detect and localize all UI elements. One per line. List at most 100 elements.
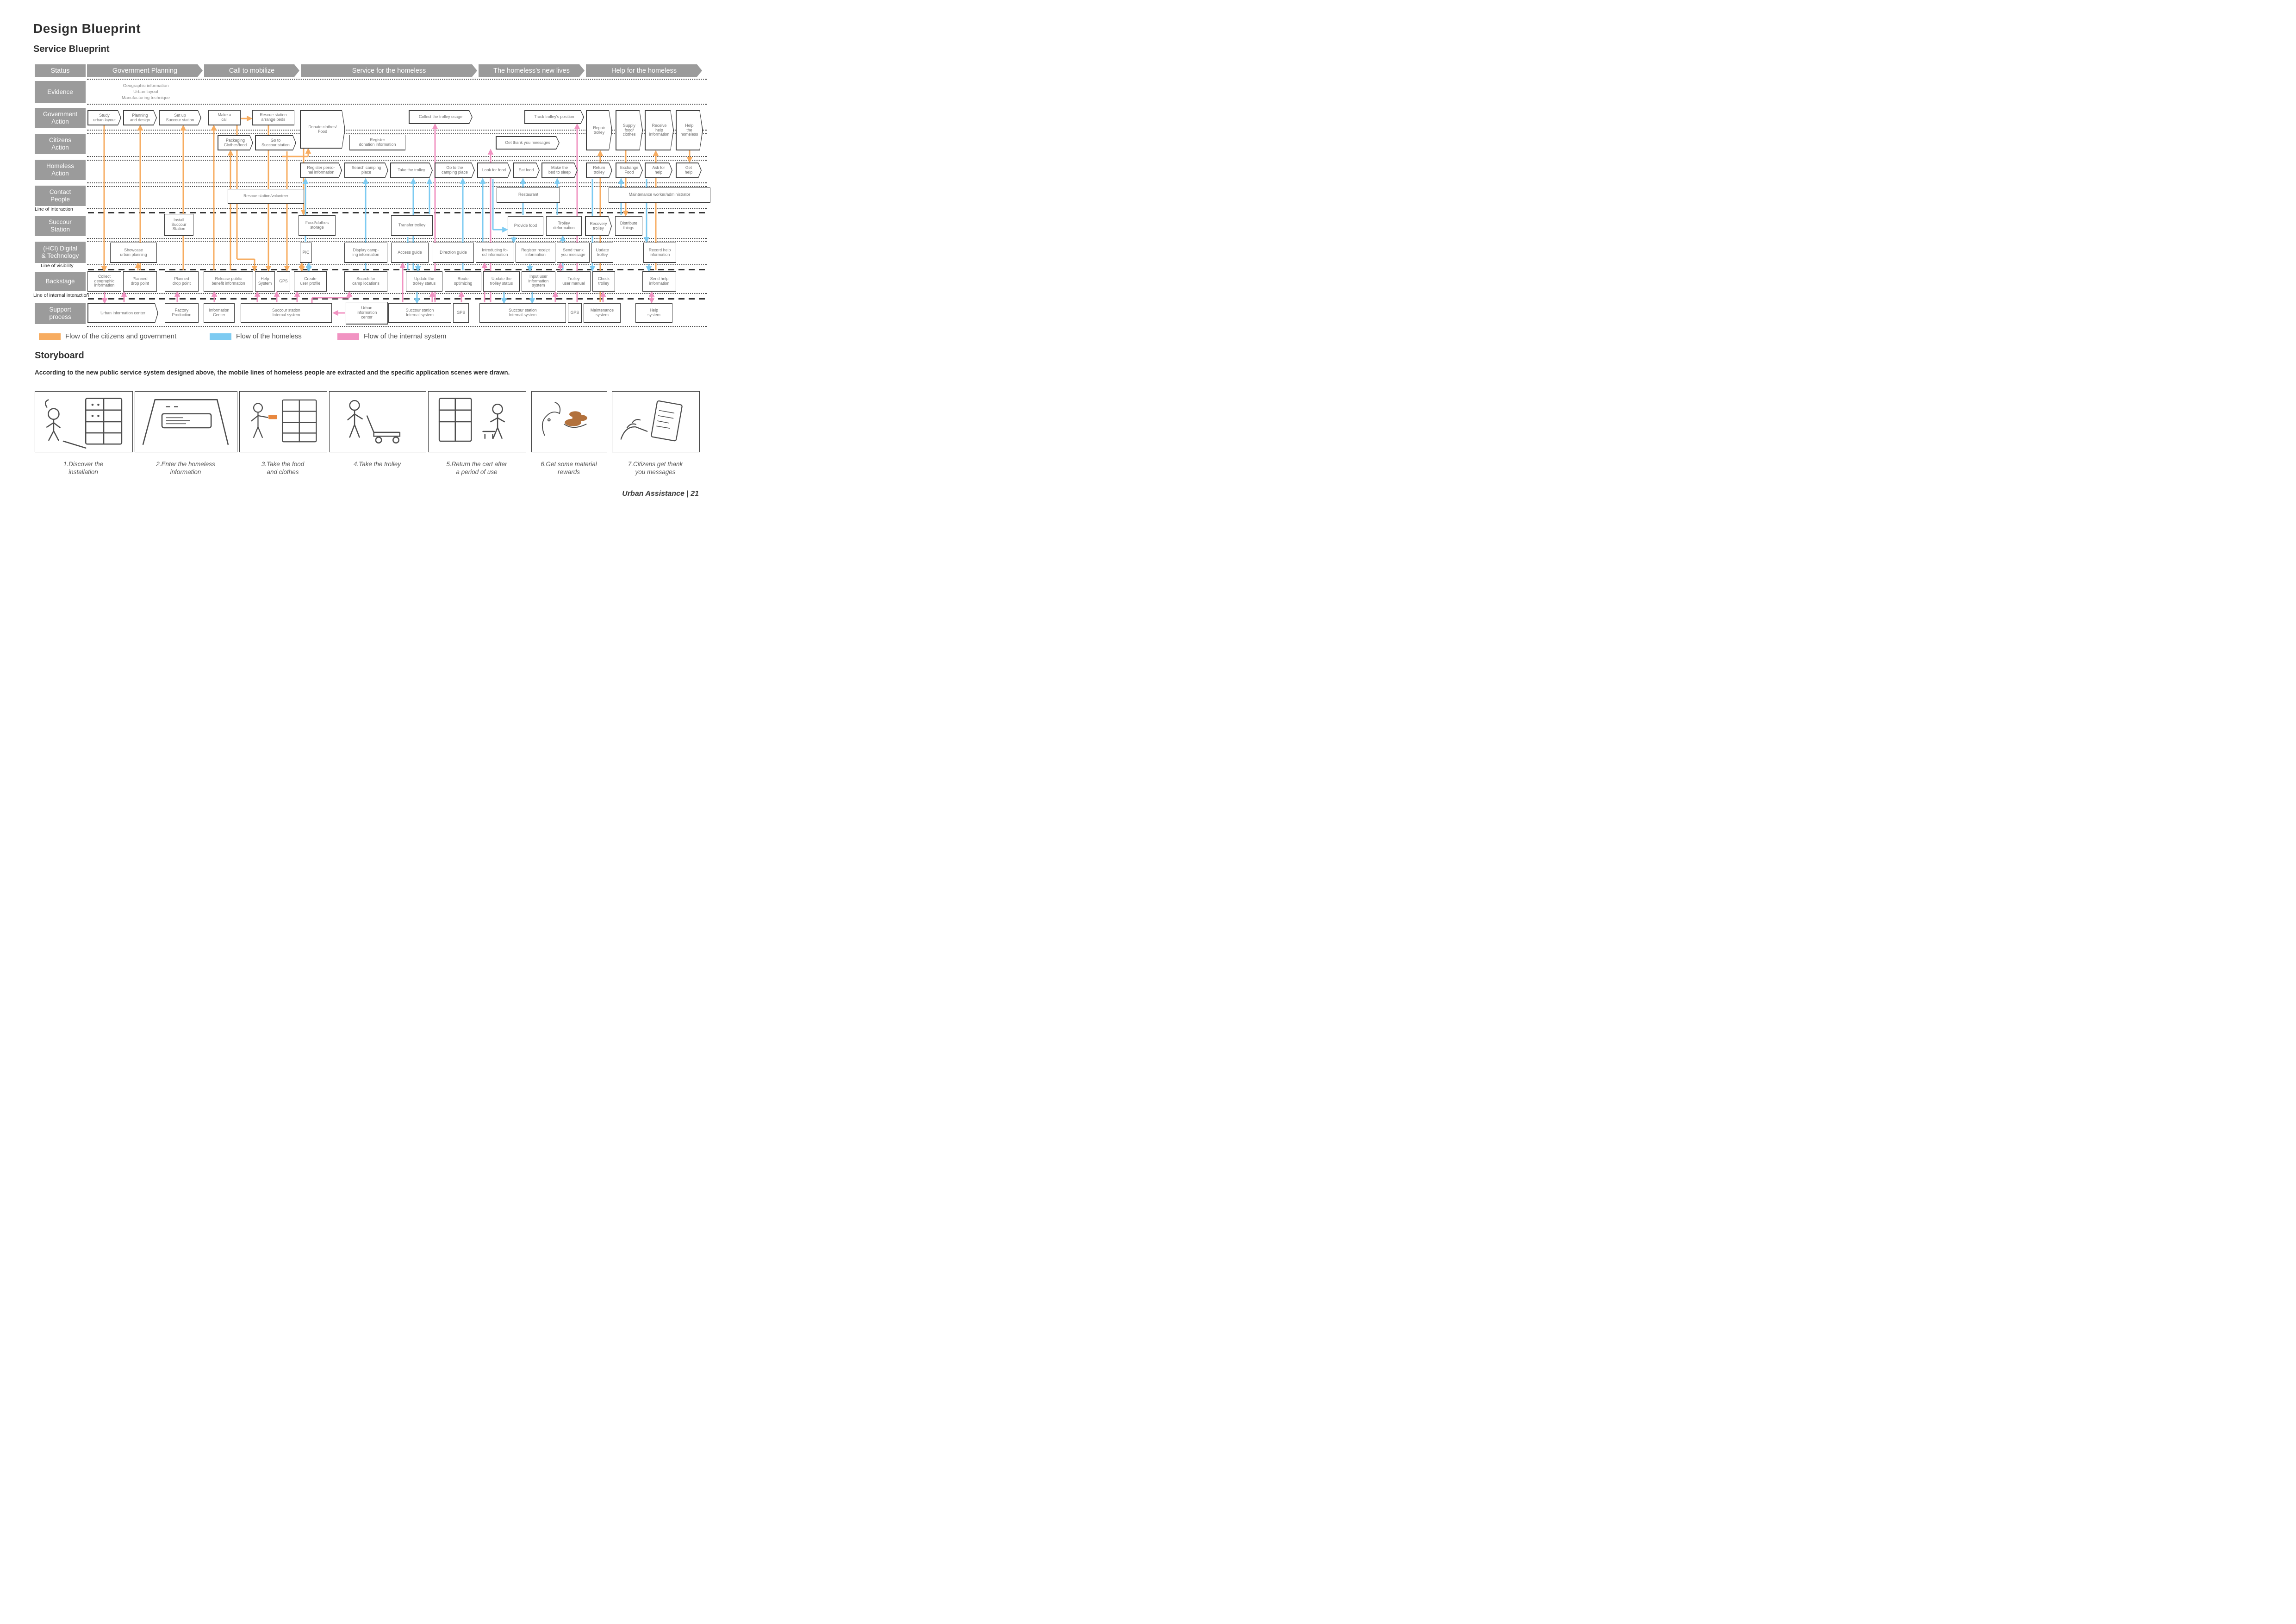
node-gps: GPS bbox=[453, 303, 469, 323]
node-label: Help the homeless bbox=[677, 111, 703, 150]
node-send-help-information: Send help information bbox=[642, 271, 676, 292]
row-label-contact-people: Contact People bbox=[35, 186, 86, 206]
node-label: Return trolley bbox=[587, 163, 612, 178]
node-repair-trolley: Repair trolley bbox=[586, 110, 612, 150]
storyboard-description: According to the new public service syst… bbox=[35, 369, 510, 376]
node-track-trolley-s-position: Track trolley's position bbox=[524, 110, 584, 124]
node-direction-guide: Direction guide bbox=[433, 243, 474, 263]
node-urban-information-center: Urban information center bbox=[87, 303, 158, 323]
row-label-backstage: Backstage bbox=[35, 272, 86, 291]
legend-label: Flow of the internal system bbox=[364, 332, 447, 340]
node-label: Set up Succour station bbox=[160, 111, 201, 125]
node-introducing-fo-od-information: Introducing fo- od information bbox=[476, 243, 514, 263]
node-send-thank-you-message: Send thank you message bbox=[557, 243, 590, 263]
node-rescue-station-arrange-beds: Rescue station arrange beds bbox=[252, 110, 294, 125]
storyboard-caption-6: 6.Get some material rewards bbox=[541, 461, 597, 475]
node-register-receipt-information: Register receipt information bbox=[516, 243, 555, 263]
node-information-center: Information Center bbox=[204, 303, 235, 323]
node-get-thank-you-messages: Get thank you messages bbox=[496, 136, 560, 150]
row-label-succour-station: Succour Station bbox=[35, 216, 86, 236]
storyboard-sketch-thanks bbox=[620, 400, 683, 442]
node-create-user-profile: Create user profile bbox=[294, 271, 327, 292]
node-label: Transfer trolley bbox=[391, 215, 433, 236]
orange-flow-swatch bbox=[39, 333, 61, 340]
node-label: Succour station Internal system bbox=[388, 303, 451, 323]
node-help-system: Help system bbox=[635, 303, 672, 323]
legend-label: Flow of the homeless bbox=[236, 332, 302, 340]
node-eat-food: Eat food bbox=[513, 162, 540, 178]
node-label: Send help information bbox=[642, 271, 676, 292]
node-label: Access guide bbox=[391, 243, 429, 263]
node-label: Route optimizing bbox=[445, 271, 481, 292]
node-label: Help system bbox=[635, 303, 672, 323]
node-packaging-clothes-food: Packaging Clothes/food bbox=[218, 135, 253, 150]
node-label: Get help bbox=[677, 163, 701, 178]
node-factory-production: Factory Production bbox=[165, 303, 199, 323]
row-divider-dotted-line bbox=[87, 264, 707, 265]
node-label: Maintenance system bbox=[584, 303, 621, 323]
node-label: Eat food bbox=[514, 163, 539, 178]
node-register-donation-information: Register donation information bbox=[349, 135, 405, 150]
node-label: Create user profile bbox=[294, 271, 327, 292]
row-divider-dotted-line bbox=[87, 182, 707, 183]
storyboard-panel-2 bbox=[135, 391, 237, 452]
row-divider-dotted-line bbox=[87, 326, 707, 327]
row-divider-dotted-line bbox=[87, 238, 707, 239]
row-label-government-action: Government Action bbox=[35, 108, 86, 128]
node-record-help-information: Record help information bbox=[643, 243, 676, 263]
row-divider-dotted-line bbox=[87, 160, 707, 161]
node-succour-station-internal-system: Succour station Internal system bbox=[388, 303, 451, 323]
node-label: Record help information bbox=[643, 243, 676, 263]
node-label: Planned drop point bbox=[165, 271, 199, 292]
node-label: Information Center bbox=[204, 303, 235, 323]
node-label: Ask for help bbox=[646, 163, 672, 178]
node-label: Make a call bbox=[208, 110, 241, 125]
node-succour-station-internal-system: Succour station Internal system bbox=[241, 303, 332, 323]
node-donate-clothes-food: Donate clothes/ Food bbox=[300, 110, 345, 149]
node-update-the-trolley-status: Update the trolley status bbox=[406, 271, 442, 292]
node-label: Distribute things bbox=[615, 216, 642, 236]
phase-header-the-homeless-s-new-lives: The homeless's new lives bbox=[479, 64, 585, 77]
node-planned-drop-point: Planned drop point bbox=[123, 271, 157, 292]
node-label: Install Succour Station bbox=[164, 214, 193, 236]
node-release-public-benefit-information: Release public benefit information bbox=[204, 271, 253, 292]
storyboard-panel-3 bbox=[239, 391, 327, 452]
legend-item-pink: Flow of the internal system bbox=[337, 332, 446, 340]
row-divider-dotted-line bbox=[87, 241, 707, 242]
node-maintenance-worker-administrator: Maintenance worker/administrator bbox=[609, 187, 710, 203]
node-showcase-urban-planning: Showcase urban planning bbox=[110, 243, 157, 263]
row-divider-dotted-line bbox=[87, 186, 707, 187]
node-label: Register donation information bbox=[349, 135, 405, 150]
node-go-to-the-camping-place: Go to the camping place bbox=[435, 162, 475, 178]
row-divider-dotted-line bbox=[87, 133, 707, 134]
storyboard-caption-3: 3.Take the food and clothes bbox=[261, 461, 305, 475]
node-recovery-trolley: Recovery trolley bbox=[585, 216, 612, 236]
node-transfer-trolley: Transfer trolley bbox=[391, 215, 433, 236]
node-ask-for-help: Ask for help bbox=[645, 162, 672, 178]
page-title: Design Blueprint bbox=[33, 21, 141, 36]
node-label: Release public benefit information bbox=[204, 271, 253, 292]
node-succour-station-internal-system: Succour station Internal system bbox=[479, 303, 566, 323]
separator-label: Line of interaction bbox=[35, 206, 73, 212]
blueprint-page: Design Blueprint Service Blueprint Line … bbox=[0, 0, 716, 506]
phase-header-status: Status bbox=[35, 64, 86, 77]
row-divider-dotted-line bbox=[87, 156, 707, 157]
node-help-the-homeless: Help the homeless bbox=[676, 110, 703, 150]
node-search-camping-place: Search camping place bbox=[344, 162, 388, 178]
node-label: Register receipt information bbox=[516, 243, 555, 263]
node-label: Collect geographic information bbox=[87, 271, 121, 292]
node-label: Introducing fo- od information bbox=[476, 243, 514, 263]
section-title-storyboard: Storyboard bbox=[35, 350, 84, 361]
phase-header-government-planning: Government Planning bbox=[87, 64, 203, 77]
storyboard-panel-7 bbox=[612, 391, 700, 452]
row-label-support-process: Support process bbox=[35, 303, 86, 324]
node-planned-drop-point: Planned drop point bbox=[165, 271, 199, 292]
separator-dashed-line bbox=[88, 212, 707, 213]
node-label: Food/clothes storage bbox=[299, 215, 336, 236]
node-label: Go to the camping place bbox=[436, 163, 474, 178]
node-label: Succour station Internal system bbox=[479, 303, 566, 323]
node-label: Search camping place bbox=[345, 163, 388, 178]
node-make-the-bed-to-sleep: Make the bed to sleep bbox=[541, 162, 578, 178]
node-provide-food: Provide food bbox=[508, 216, 543, 236]
